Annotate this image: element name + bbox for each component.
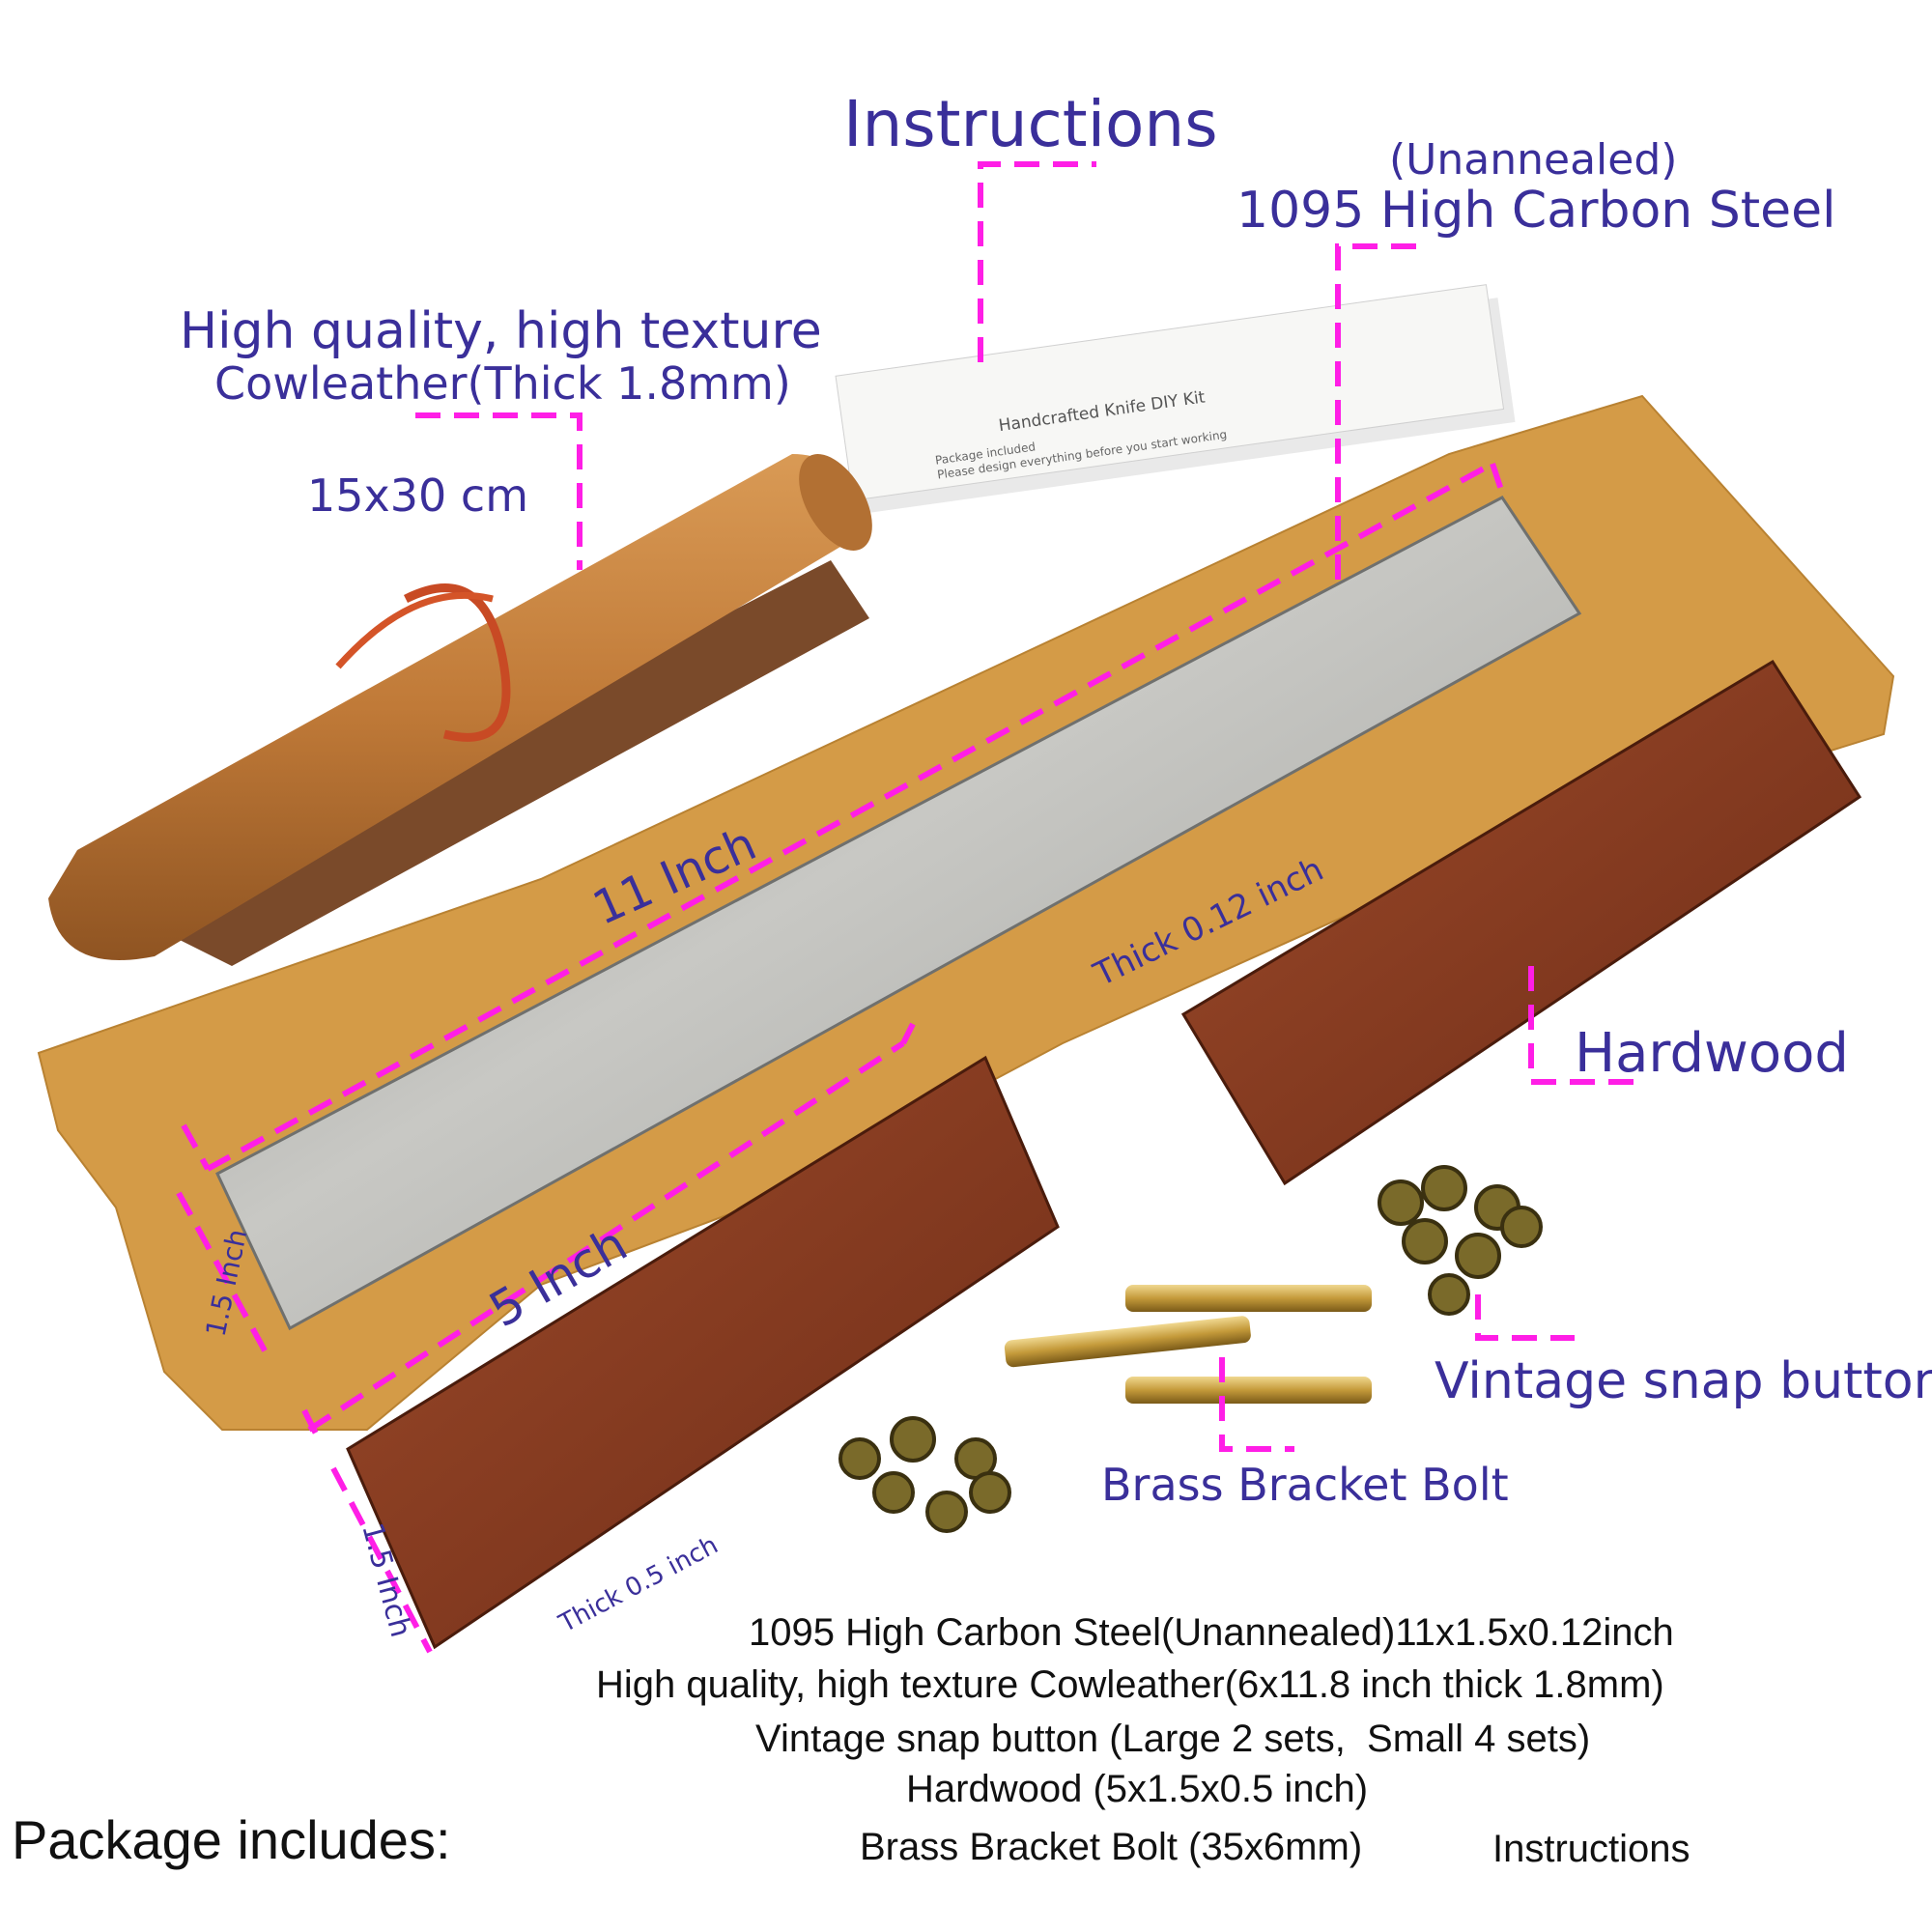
leather-size-callout: 15x30 cm xyxy=(307,469,529,522)
package-heading: Package includes: xyxy=(12,1809,451,1870)
hardwood-scale-bottom xyxy=(346,1055,1060,1650)
package-line-snap: Vintage snap button (Large 2 sets, Small… xyxy=(755,1718,1591,1760)
snap-button-callout: Vintage snap button xyxy=(1435,1352,1932,1410)
steel-callout: 1095 High Carbon Steel xyxy=(1236,182,1836,240)
package-line-instructions: Instructions xyxy=(1492,1828,1690,1870)
steel-bar xyxy=(215,496,1582,1331)
snap-buttons xyxy=(838,1165,1543,1533)
hardwood-scale-top xyxy=(1180,659,1862,1186)
instructions-callout: Instructions xyxy=(843,87,1218,161)
leader-lines xyxy=(176,161,1642,1654)
package-line-hardwood: Hardwood (5x1.5x0.5 inch) xyxy=(906,1768,1369,1810)
steel-unannealed-note: (Unannealed) xyxy=(1389,135,1678,185)
package-line-bolt: Brass Bracket Bolt (35x6mm) xyxy=(860,1826,1363,1868)
package-line-leather: High quality, high texture Cowleather(6x… xyxy=(596,1663,1664,1706)
brass-bolts xyxy=(1004,1285,1372,1404)
brass-bolt-callout: Brass Bracket Bolt xyxy=(1101,1459,1509,1511)
hardwood-callout: Hardwood xyxy=(1575,1022,1849,1085)
package-line-steel: 1095 High Carbon Steel(Unannealed)11x1.5… xyxy=(749,1611,1674,1654)
leather-callout-line2: Cowleather(Thick 1.8mm) xyxy=(214,357,791,410)
leather-roll xyxy=(48,454,872,966)
leather-callout-line1: High quality, high texture xyxy=(180,302,822,360)
